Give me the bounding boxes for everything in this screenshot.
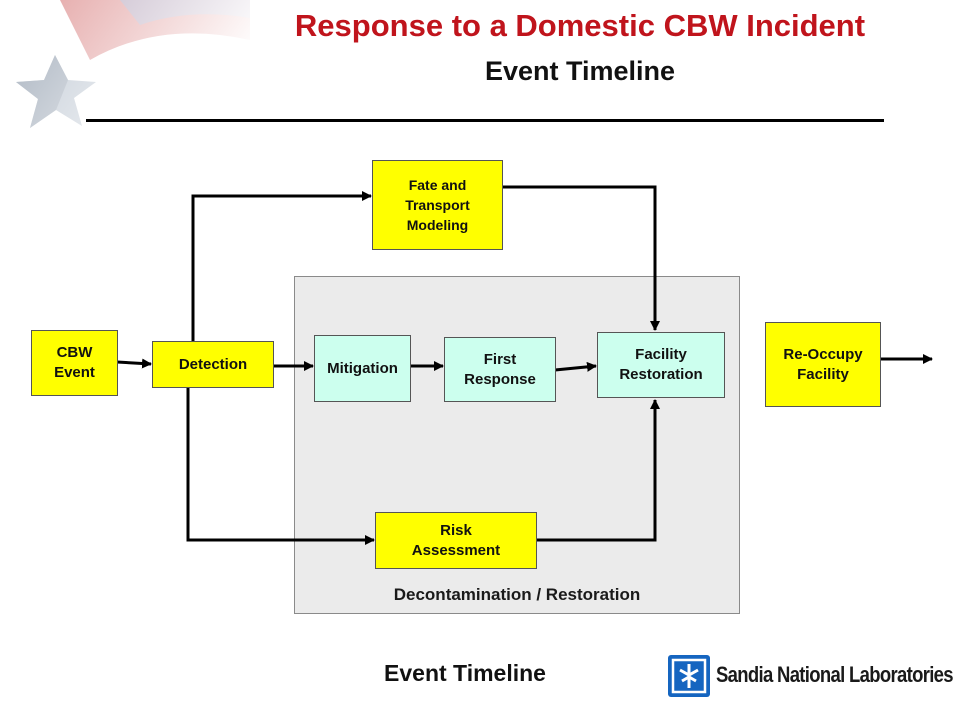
page-title: Response to a Domestic CBW Incident [294, 8, 866, 43]
arrow-cbw-to-detection [116, 358, 152, 369]
node-facility-restoration: Facility Restoration [597, 332, 725, 398]
node-detection: Detection [152, 341, 274, 388]
node-risk-assessment: Risk Assessment [375, 512, 537, 569]
node-re-occupy-facility: Re-Occupy Facility [765, 322, 881, 407]
arrow-first-response-to-restoration [554, 361, 597, 372]
node-mitigation: Mitigation [314, 335, 411, 402]
title-divider [86, 119, 884, 122]
page-subtitle: Event Timeline [484, 56, 676, 86]
sandia-thunderbird-icon [668, 655, 710, 697]
arrow-fate-transport-to-restoration [502, 185, 660, 331]
group-label: Decontamination / Restoration [393, 585, 641, 604]
node-cbw-event: CBW Event [31, 330, 118, 396]
sandia-logo-text: Sandia National Laboratories [716, 662, 954, 687]
footer-label: Event Timeline [384, 660, 546, 686]
flag-decoration [0, 0, 250, 140]
arrow-risk-assessment-to-restoration [536, 399, 660, 542]
node-fate-transport-modeling: Fate and Transport Modeling [372, 160, 503, 250]
arrow-detection-to-fate-transport [191, 191, 372, 341]
arrow-detection-to-risk-assessment [186, 388, 375, 545]
node-first-response: First Response [444, 337, 556, 402]
